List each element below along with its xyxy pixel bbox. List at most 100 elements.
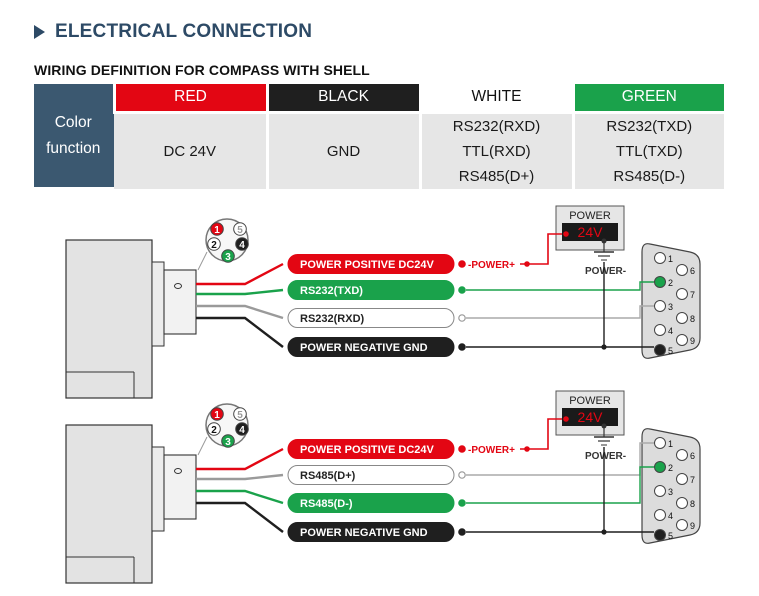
wire-label: POWER NEGATIVE GND: [300, 342, 428, 354]
db9-pin-5: [654, 529, 666, 541]
compass-body: [65, 239, 153, 399]
wire-label-pill: [287, 493, 455, 513]
db9-pin-9: [676, 519, 688, 531]
wire-lead: [196, 288, 284, 296]
signal-line: [466, 305, 654, 319]
triangle-arrow-icon: [34, 25, 45, 39]
db9-pin-label: 1: [668, 439, 673, 449]
power-minus-label: POWER-: [585, 451, 626, 462]
column-header-red: RED: [112, 84, 267, 114]
table-body-row: DC 24V GND RS232(RXD) TTL(RXD) RS485(D+)…: [34, 112, 724, 189]
db9-pin-8: [676, 497, 688, 509]
callout-pointer: [197, 251, 208, 271]
db9-pin-6: [676, 264, 688, 276]
connector-pin-1: [210, 222, 224, 236]
ground-junction-dot: [601, 529, 607, 535]
db9-pin-8: [676, 312, 688, 324]
row-label-line: Color: [54, 113, 92, 131]
db9-pin-label: 4: [668, 326, 673, 336]
db9-pin-label: 5: [668, 346, 673, 356]
wire-terminal-dot: [458, 471, 466, 479]
connector-pin-label: 4: [239, 425, 245, 436]
function-line: RS232(TXD): [606, 117, 693, 135]
power-box-value: 24V: [578, 409, 604, 425]
wire-lead: [196, 316, 284, 348]
db9-pin-2: [654, 461, 666, 473]
wire-lead: [196, 489, 284, 505]
power-display: [562, 408, 618, 426]
connector-pin-label: 3: [225, 252, 231, 263]
signal-line: [466, 442, 654, 476]
function-line: RS485(D-): [613, 167, 686, 185]
connector-screw-icon: [174, 468, 182, 474]
wire-terminal-dot: [458, 314, 466, 322]
wire-label: POWER NEGATIVE GND: [300, 527, 428, 539]
db9-pin-label: 9: [690, 521, 695, 531]
wire-label: RS485(D+): [300, 470, 356, 482]
db9-pin-9: [676, 334, 688, 346]
db9-pin-label: 3: [668, 487, 673, 497]
connector-pin-label: 1: [214, 410, 220, 421]
ground-dot: [601, 423, 607, 429]
db9-pin-6: [676, 449, 688, 461]
column-header-green: GREEN: [571, 84, 724, 114]
db9-pin-1: [654, 252, 666, 264]
function-line: RS232(RXD): [452, 117, 541, 135]
function-cell-green: RS232(TXD) TTL(TXD) RS485(D-): [571, 112, 724, 189]
power-plus-dot: [524, 446, 530, 452]
table-header-row: Color function RED BLACK WHITE GREEN: [34, 84, 724, 190]
db9-pin-label: 5: [668, 531, 673, 541]
wire-label: RS232(TXD): [300, 285, 363, 297]
connector-pin-2: [207, 237, 221, 251]
db9-pin-5: [654, 344, 666, 356]
power-positive-line: [520, 418, 562, 450]
function-line: GND: [326, 142, 361, 160]
function-line: TTL(TXD): [615, 142, 683, 160]
wire-terminal-dot: [458, 499, 466, 507]
ground-dot: [601, 238, 607, 244]
connector-pin-4: [235, 237, 249, 251]
db9-pin-1: [654, 437, 666, 449]
power-plus-dot: [524, 261, 530, 267]
db9-pin-4: [654, 509, 666, 521]
db9-pin-label: 2: [668, 278, 673, 288]
power-display: [562, 223, 618, 241]
connector-screw-icon: [174, 283, 182, 289]
power-box-plus-dot: [563, 231, 569, 237]
power-box-value: 24V: [578, 224, 604, 240]
connector-pin-label: 2: [211, 240, 217, 251]
wire-label: RS232(RXD): [300, 313, 365, 325]
db9-pin-label: 6: [690, 266, 695, 276]
db9-pin-label: 9: [690, 336, 695, 346]
db9-pin-label: 8: [690, 314, 695, 324]
connector-pin-label: 4: [239, 240, 245, 251]
wire-terminal-dot: [458, 286, 466, 294]
connector-pin-label: 5: [237, 410, 243, 421]
wire-label-pill: [287, 337, 455, 357]
connector-pin-3: [221, 434, 235, 448]
column-header-black: BLACK: [265, 84, 420, 114]
wire-lead: [196, 304, 284, 320]
wire-label-pill: [287, 308, 455, 328]
wiring-definition-table: Color function RED BLACK WHITE GREEN DC …: [34, 84, 724, 190]
function-line: TTL(RXD): [462, 142, 531, 160]
function-cell-red: DC 24V: [114, 112, 267, 189]
wire-lead: [196, 447, 284, 471]
power-box-title: POWER: [569, 395, 611, 407]
signal-line: [466, 466, 654, 504]
db9-pin-7: [676, 288, 688, 300]
power-plus-label: -POWER+: [468, 260, 515, 271]
db9-pin-label: 3: [668, 302, 673, 312]
db9-pin-2: [654, 276, 666, 288]
wire-label-pill: [287, 254, 455, 274]
db9-pin-3: [654, 300, 666, 312]
connector-pin-3: [221, 249, 235, 263]
connector-pin-4: [235, 422, 249, 436]
connector-pin-label: 3: [225, 437, 231, 448]
wire-label: RS485(D-): [300, 498, 353, 510]
power-box-plus-dot: [563, 416, 569, 422]
column-header-white: WHITE: [418, 84, 573, 114]
